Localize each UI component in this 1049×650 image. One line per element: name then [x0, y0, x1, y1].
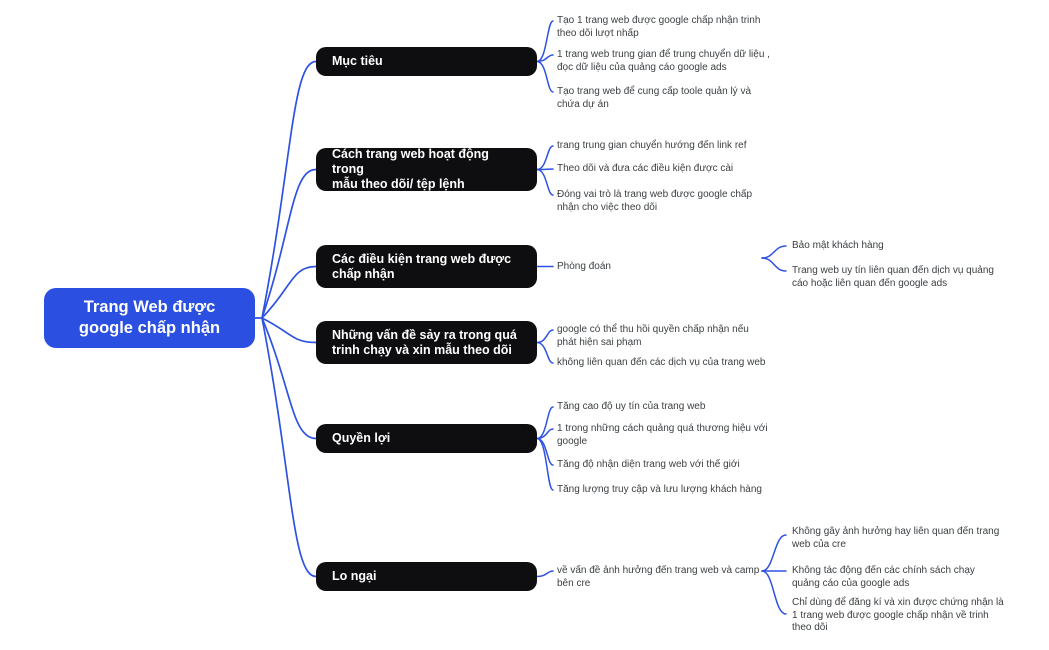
branch-topic-cach-hoat-dong[interactable]: Cách trang web hoạt động trong mẫu theo …	[316, 147, 537, 191]
branch-topic-van-de[interactable]: Những vấn đề sảy ra trong quá trinh chạy…	[316, 321, 537, 364]
leaf-topic[interactable]: 1 trang web trung gian để trung chuyển d…	[557, 49, 770, 73]
branch-topic-lo-ngai[interactable]: Lo ngại	[316, 562, 537, 591]
leaf-topic[interactable]: Tạo trang web để cung cấp toole quản lý …	[557, 86, 752, 110]
leaf-topic[interactable]: Tăng độ nhận diện trang web với thế giới	[557, 459, 740, 470]
connector-line	[536, 570, 554, 578]
connector-line	[536, 406, 554, 440]
leaf-topic[interactable]: Tạo 1 trang web được google chấp nhận tr…	[557, 15, 761, 39]
sub-leaf-topic[interactable]: Không gây ảnh hưởng hay liên quan đến tr…	[792, 526, 1000, 550]
connector-line	[536, 329, 554, 344]
connector-line	[761, 534, 787, 572]
branch-topic-dieu-kien[interactable]: Các điều kiện trang web được chấp nhận	[316, 245, 537, 288]
connector-line	[761, 257, 787, 272]
sub-leaf-topic[interactable]: Bảo mật khách hàng	[792, 240, 884, 251]
connector-line	[261, 317, 317, 440]
sub-leaf-topic[interactable]: Không tác động đến các chính sách chạy q…	[792, 565, 975, 589]
leaf-topic[interactable]: google có thể thu hồi quyền chấp nhận nế…	[557, 324, 749, 348]
connector-line	[261, 168, 317, 319]
leaf-topic[interactable]: Tăng lượng truy cập và lưu lượng khách h…	[557, 484, 762, 495]
connector-line	[261, 60, 317, 319]
leaf-topic[interactable]: về vấn đề ảnh hưởng đến trang web và cam…	[557, 565, 760, 589]
branch-topic-muc-tieu[interactable]: Mục tiêu	[316, 47, 537, 76]
sub-leaf-topic[interactable]: Trang web uy tín liên quan đến dịch vụ q…	[792, 265, 994, 289]
leaf-topic[interactable]: 1 trong những cách quảng quá thương hiệu…	[557, 423, 768, 447]
connector-line	[261, 265, 317, 319]
connector-line	[761, 570, 787, 615]
sub-leaf-topic[interactable]: Chỉ dùng để đăng kí và xin được chứng nh…	[792, 597, 1004, 633]
connector-line	[536, 168, 554, 196]
connector-line	[536, 60, 554, 93]
leaf-topic[interactable]: Theo dõi và đưa các điều kiện được cài	[557, 163, 734, 174]
leaf-topic[interactable]: không liên quan đến các dịch vụ của tran…	[557, 357, 766, 368]
leaf-topic[interactable]: trang trung gian chuyển hướng đến link r…	[557, 140, 747, 151]
branch-topic-quyen-loi[interactable]: Quyền lợi	[316, 424, 537, 453]
connector-line	[536, 437, 554, 491]
leaf-topic[interactable]: Đóng vai trò là trang web được google ch…	[557, 189, 753, 213]
connector-line	[261, 317, 317, 344]
connector-line	[536, 341, 554, 364]
leaf-topic[interactable]: Tăng cao độ uy tín của trang web	[557, 401, 706, 412]
connector-line	[536, 145, 554, 171]
connector-line	[536, 20, 554, 63]
root-topic[interactable]: Trang Web được google chấp nhận	[44, 288, 255, 348]
connector-line	[761, 245, 787, 259]
connector-line	[536, 437, 554, 466]
leaf-topic[interactable]: Phòng đoán	[557, 261, 611, 272]
connector-line	[261, 317, 317, 578]
